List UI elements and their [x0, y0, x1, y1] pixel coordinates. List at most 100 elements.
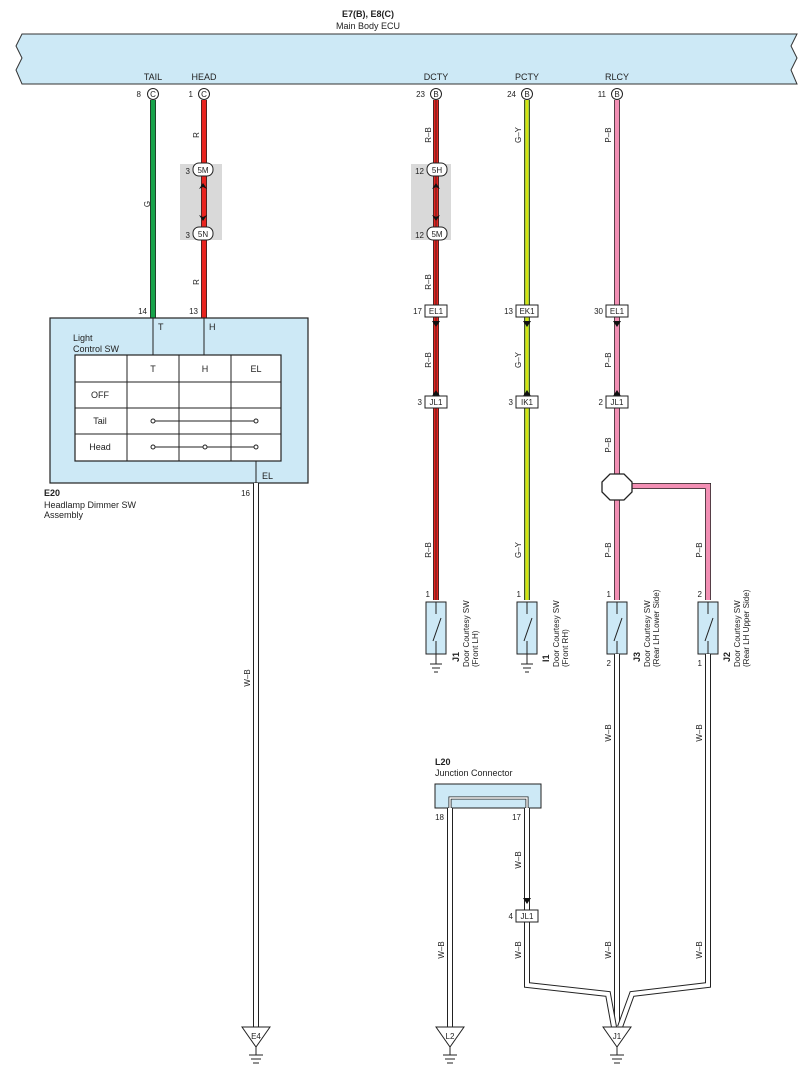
wire-l20-17: W–B W–B — [514, 808, 617, 1028]
svg-text:18: 18 — [435, 813, 444, 822]
e20-name2: Assembly — [44, 510, 84, 520]
svg-text:W–B: W–B — [604, 941, 613, 958]
svg-text:4: 4 — [509, 912, 514, 921]
svg-text:W–B: W–B — [243, 669, 252, 686]
pin-conn-tail: C — [150, 90, 156, 99]
svg-text:W–B: W–B — [437, 941, 446, 958]
ecu-pin-dcty: DCTY 23 B — [416, 72, 448, 100]
svg-text:L2: L2 — [446, 1032, 455, 1041]
svg-text:Head: Head — [89, 442, 111, 452]
door-switch-j1-front-lh: 1 J1 Door Courtesy SW (Front LH) — [425, 590, 480, 673]
svg-text:3: 3 — [186, 167, 191, 176]
svg-text:W–B: W–B — [604, 724, 613, 741]
svg-text:EL: EL — [250, 364, 261, 374]
wire-label-g: G — [143, 201, 152, 207]
svg-text:3: 3 — [418, 398, 423, 407]
svg-text:P–B: P–B — [604, 127, 613, 142]
svg-text:R–B: R–B — [424, 542, 433, 558]
pin-num-dcty: 23 — [416, 90, 425, 99]
connector-ik1: 3 IK1 — [509, 395, 539, 409]
pin-conn-head: C — [201, 90, 207, 99]
connector-jl1-c: 4 JL1 — [509, 909, 539, 923]
junction-5m: 5M — [197, 166, 208, 175]
svg-text:IK1: IK1 — [521, 398, 534, 407]
svg-text:EL1: EL1 — [429, 307, 444, 316]
pin-conn-dcty: B — [433, 90, 438, 99]
svg-text:J1: J1 — [451, 652, 461, 662]
e20-code: E20 — [44, 488, 60, 498]
wire-rear-switches-wb: W–B W–B W–B W–B — [604, 654, 711, 1029]
svg-text:P–B: P–B — [604, 437, 613, 452]
door-switch-i1-front-rh: 1 I1 Door Courtesy SW (Front RH) — [516, 590, 570, 673]
svg-text:Door Courtesy SW: Door Courtesy SW — [552, 600, 561, 667]
svg-text:R–B: R–B — [424, 352, 433, 368]
svg-text:13: 13 — [189, 307, 198, 316]
connector-el1-b: 30 EL1 — [594, 304, 629, 318]
svg-text:Door Courtesy SW: Door Courtesy SW — [733, 600, 742, 667]
pin-label-tail: TAIL — [144, 72, 162, 82]
door-switch-j3-rear-lh-lower: 1 2 J3 Door Courtesy SW (Rear LH Lower S… — [606, 589, 661, 668]
wire-e20-ground: W–B — [243, 483, 259, 1027]
svg-text:P–B: P–B — [604, 352, 613, 367]
wire-label-r2: R — [192, 279, 201, 285]
svg-text:W–B: W–B — [514, 851, 523, 868]
connector-jl1-b: 2 JL1 — [599, 395, 629, 409]
svg-text:G–Y: G–Y — [514, 126, 523, 143]
svg-text:G–Y: G–Y — [514, 351, 523, 368]
ecu-code: E7(B), E8(C) — [342, 9, 394, 19]
svg-text:W–B: W–B — [695, 724, 704, 741]
svg-text:Door Courtesy SW: Door Courtesy SW — [462, 600, 471, 667]
wire-rlcy-pb: P–B P–B P–B P–B P–B — [601, 100, 711, 600]
svg-text:16: 16 — [241, 489, 250, 498]
svg-text:T: T — [150, 364, 156, 374]
svg-text:(Rear LH Upper Side): (Rear LH Upper Side) — [742, 589, 751, 667]
junction-5h-5m: 12 5H 12 5M — [415, 162, 448, 241]
svg-text:I1: I1 — [541, 654, 551, 662]
wire-label-r1: R — [192, 132, 201, 138]
wire-head-red: R R — [192, 100, 207, 318]
svg-text:W–B: W–B — [514, 941, 523, 958]
wire-tail-green: G — [143, 100, 156, 318]
pin-label-head: HEAD — [191, 72, 217, 82]
svg-text:EL1: EL1 — [610, 307, 625, 316]
door-switch-j2-rear-lh-upper: 2 1 J2 Door Courtesy SW (Rear LH Upper S… — [697, 589, 751, 668]
svg-text:(Front LH): (Front LH) — [471, 630, 480, 667]
pin-num-head: 1 — [189, 90, 194, 99]
svg-text:JL1: JL1 — [611, 398, 624, 407]
svg-text:Door Courtesy SW: Door Courtesy SW — [643, 600, 652, 667]
svg-text:JL1: JL1 — [521, 912, 534, 921]
svg-text:E4: E4 — [251, 1032, 261, 1041]
junction-5n: 5N — [198, 230, 208, 239]
junction-5m-b: 5M — [431, 230, 442, 239]
pin-num-tail: 8 — [137, 90, 142, 99]
svg-text:12: 12 — [415, 231, 424, 240]
svg-text:W–B: W–B — [695, 941, 704, 958]
ecu-pin-head: HEAD 1 C — [189, 72, 217, 100]
splice-octagon — [601, 473, 633, 501]
wire-pcty-gy: G–Y G–Y G–Y — [514, 100, 530, 600]
svg-text:1: 1 — [517, 590, 522, 599]
svg-text:J2: J2 — [722, 652, 732, 662]
headlamp-dimmer-sw-assembly: 14 13 T H Light Control SW T H EL OFF Ta… — [44, 307, 309, 520]
svg-text:3: 3 — [509, 398, 514, 407]
svg-text:13: 13 — [504, 307, 513, 316]
pin-label-dcty: DCTY — [424, 72, 449, 82]
pin-conn-rlcy: B — [614, 90, 619, 99]
ecu-pin-tail: TAIL 8 C — [137, 72, 162, 100]
svg-text:J1: J1 — [613, 1032, 622, 1041]
svg-text:1: 1 — [426, 590, 431, 599]
svg-text:2: 2 — [698, 590, 703, 599]
junction-5m-5n: 3 5M 3 5N — [186, 162, 214, 241]
ground-e4: E4 — [241, 1026, 271, 1064]
svg-text:17: 17 — [512, 813, 521, 822]
svg-text:Tail: Tail — [93, 416, 107, 426]
svg-text:G–Y: G–Y — [514, 541, 523, 558]
svg-text:14: 14 — [138, 307, 147, 316]
svg-text:EK1: EK1 — [519, 307, 535, 316]
svg-text:R–B: R–B — [424, 274, 433, 290]
main-body-ecu: E7(B), E8(C) Main Body ECU — [15, 9, 798, 85]
svg-text:H: H — [202, 364, 209, 374]
svg-text:(Rear LH Lower Side): (Rear LH Lower Side) — [652, 589, 661, 667]
junction-connector-l20: L20 Junction Connector 18 17 — [434, 757, 542, 822]
